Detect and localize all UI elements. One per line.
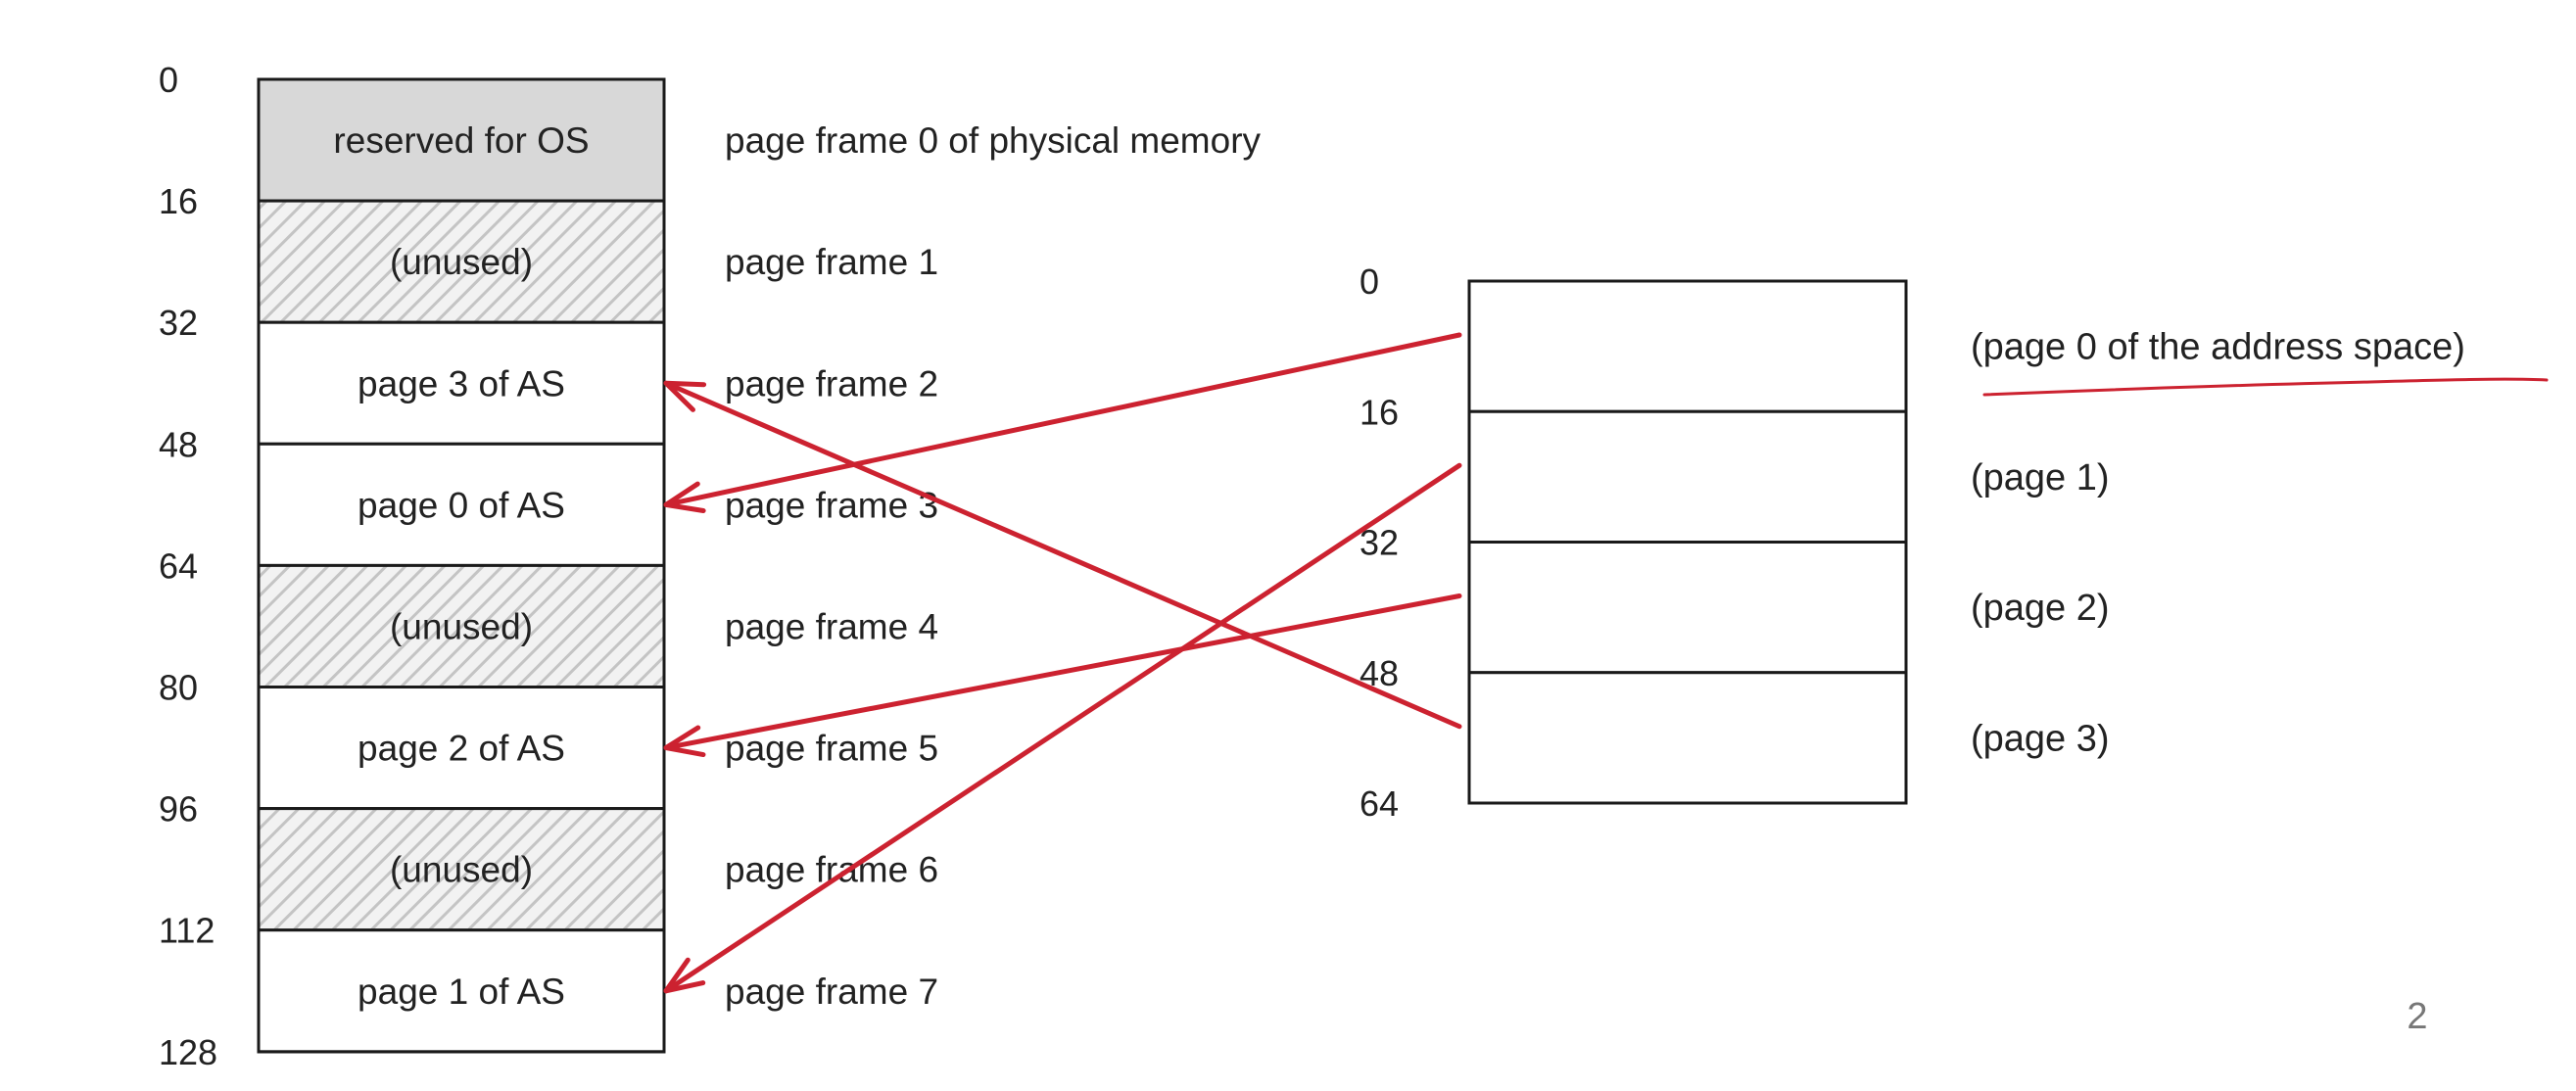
address-space-page-0 <box>1467 279 1908 413</box>
physical-address-2: 32 <box>159 303 198 343</box>
address-space-page-label-3: (page 3) <box>1971 718 2110 759</box>
memory-cell-label-1: (unused) <box>390 242 533 282</box>
page-frame-label-5: page frame 5 <box>725 729 938 769</box>
arrow-head-page-0 <box>663 481 706 514</box>
physical-address-labels: 0 16 32 48 64 80 96 112 128 <box>159 60 217 1072</box>
address-space-outline <box>1467 279 1908 805</box>
mapping-arrow-page-3 <box>663 380 1462 730</box>
memory-cell-label-3: page 0 of AS <box>358 485 565 525</box>
physical-address-7: 112 <box>159 911 215 951</box>
arrow-head-page-3 <box>663 380 707 412</box>
memory-cell-label-4: (unused) <box>390 606 533 646</box>
physical-address-6: 96 <box>159 789 198 830</box>
memory-cell-label-7: page 1 of AS <box>358 972 565 1012</box>
address-space-page-label-2: (page 2) <box>1971 588 2110 629</box>
page-frame-label-1: page frame 1 <box>725 242 938 282</box>
address-space-page-labels: (page 0 of the address space) (page 1) (pa… <box>1971 327 2465 760</box>
address-space-page-2 <box>1467 541 1908 675</box>
arrow-head-page-2 <box>663 725 706 758</box>
memory-cell-1 <box>257 199 666 324</box>
address-space-address-0: 0 <box>1360 261 1379 302</box>
page-frame-label-3: page frame 3 <box>725 485 938 525</box>
physical-address-1: 16 <box>159 181 198 221</box>
physical-memory-outline <box>257 77 666 1054</box>
mapping-arrow-page-2 <box>663 593 1462 758</box>
memory-cell-3 <box>257 442 666 567</box>
physical-address-8: 128 <box>159 1032 217 1072</box>
physical-address-4: 64 <box>159 546 198 586</box>
page-frame-labels: page frame 0 of physical memory page fram… <box>725 120 1262 1012</box>
address-space-page-3 <box>1467 671 1908 805</box>
address-space-address-4: 64 <box>1360 783 1399 824</box>
memory-cell-label-0: reserved for OS <box>333 120 589 161</box>
handwritten-underline <box>1982 377 2549 397</box>
address-space-page-1 <box>1467 409 1908 544</box>
memory-cell-2 <box>257 320 666 446</box>
arrow-head-page-1 <box>663 957 706 994</box>
mapping-arrow-page-1 <box>663 462 1462 994</box>
page-frame-label-0: page frame 0 of physical memory <box>725 120 1262 161</box>
mapping-arrow-page-0 <box>663 332 1462 514</box>
address-space-cells <box>1467 279 1908 805</box>
page-frame-label-7: page frame 7 <box>725 972 938 1012</box>
memory-cell-label-6: (unused) <box>390 850 533 890</box>
physical-address-0: 0 <box>159 60 178 100</box>
physical-memory-cells: reserved for OS (unused) page 3 of AS page … <box>257 77 666 1054</box>
page-frame-label-4: page frame 4 <box>725 606 938 646</box>
address-space-page-label-0: (page 0 of the address space) <box>1971 327 2465 368</box>
physical-address-3: 48 <box>159 424 198 464</box>
memory-cell-0 <box>257 77 666 203</box>
mapping-arrows <box>663 332 1462 994</box>
memory-cell-label-5: page 2 of AS <box>358 729 565 769</box>
physical-address-5: 80 <box>159 668 198 708</box>
slide-number: 2 <box>2407 996 2427 1037</box>
page-frame-label-2: page frame 2 <box>725 363 938 403</box>
address-space-page-label-1: (page 1) <box>1971 457 2110 498</box>
memory-cell-label-2: page 3 of AS <box>358 363 565 403</box>
address-space-address-1: 16 <box>1360 392 1399 432</box>
